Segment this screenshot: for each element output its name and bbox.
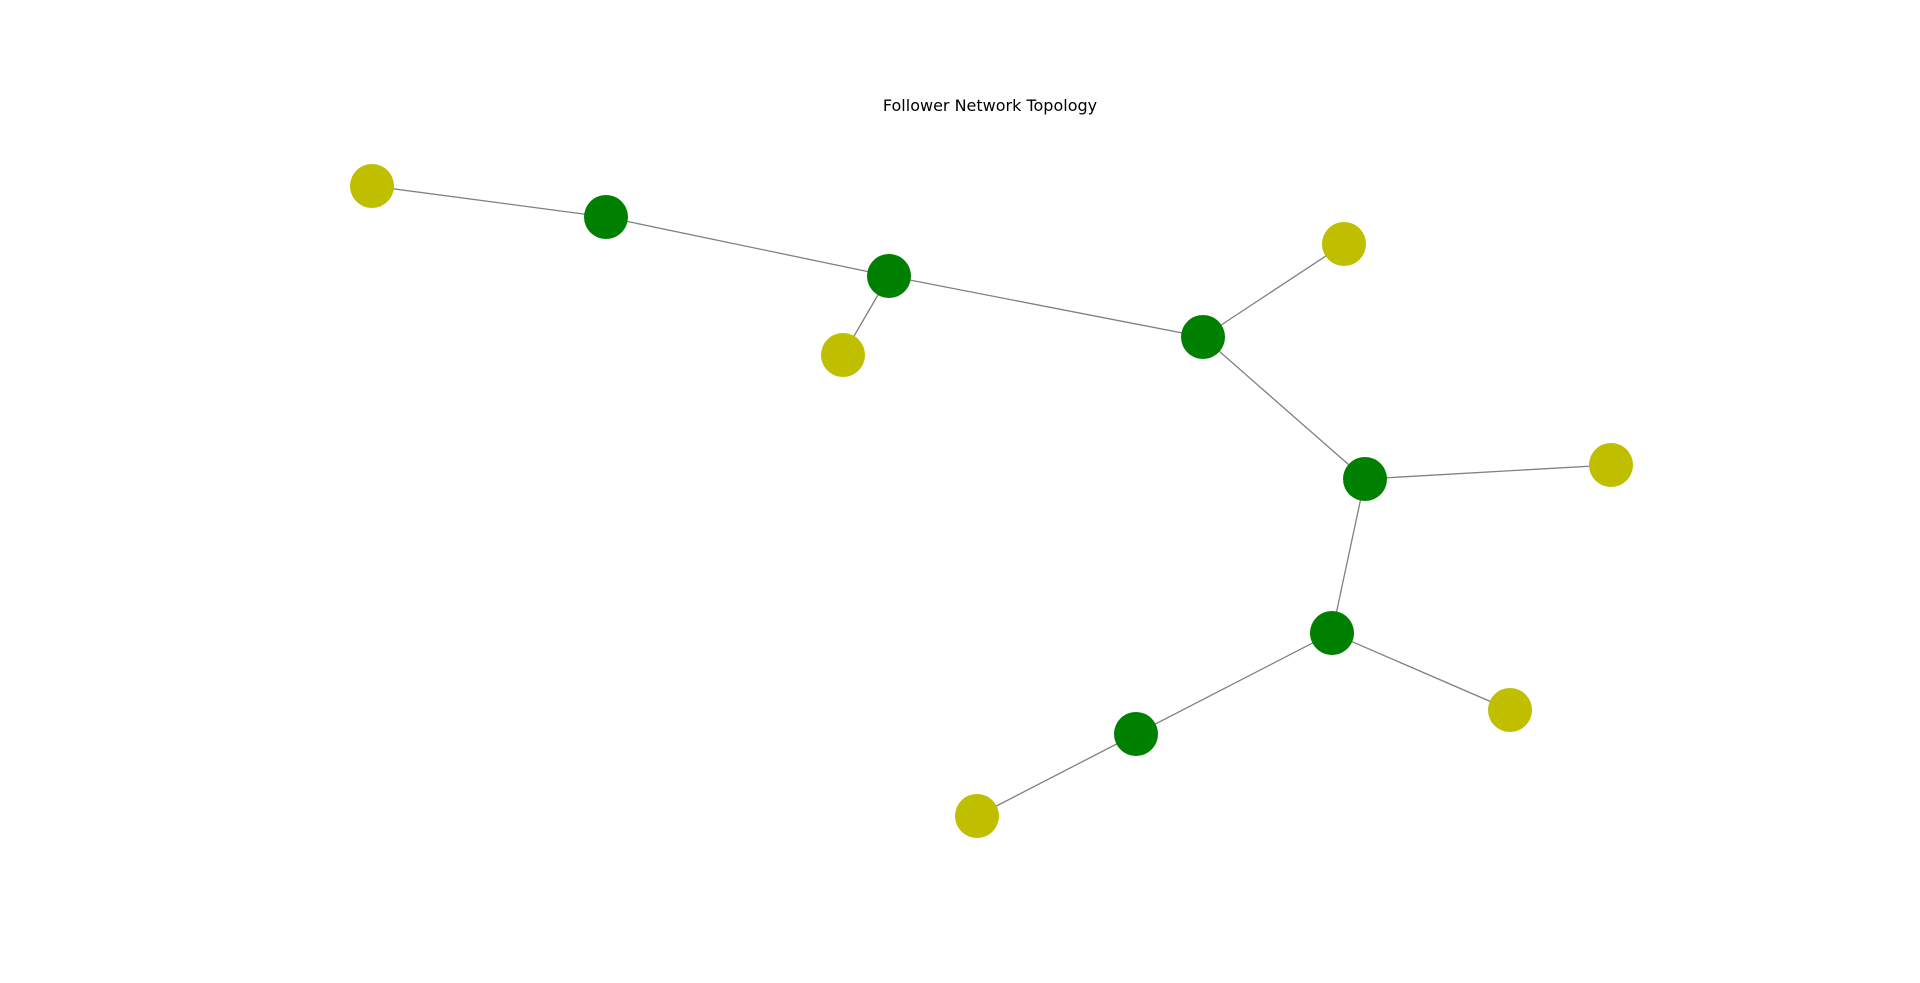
diagram-title: Follower Network Topology <box>883 96 1097 115</box>
node-hub-3 <box>1181 315 1225 359</box>
edge-hub-3-hub-4 <box>1202 336 1366 480</box>
edge-hub-6-leaf-6 <box>976 733 1137 817</box>
node-hub-5 <box>1310 611 1354 655</box>
node-leaf-3 <box>1322 222 1366 266</box>
edge-hub-5-leaf-5 <box>1331 632 1511 711</box>
edge-hub-5-hub-6 <box>1135 632 1333 735</box>
edge-leaf-1-hub-1 <box>371 185 607 218</box>
node-leaf-4 <box>1589 443 1633 487</box>
node-leaf-2 <box>821 333 865 377</box>
node-hub-6 <box>1114 712 1158 756</box>
node-leaf-6 <box>955 794 999 838</box>
node-hub-2 <box>867 254 911 298</box>
nodes-layer <box>350 164 1633 838</box>
node-hub-1 <box>584 195 628 239</box>
edge-hub-4-leaf-4 <box>1364 464 1612 480</box>
node-hub-4 <box>1343 457 1387 501</box>
edge-hub-1-hub-2 <box>605 216 890 277</box>
edge-hub-2-hub-3 <box>888 275 1204 338</box>
node-leaf-1 <box>350 164 394 208</box>
edge-hub-3-leaf-3 <box>1202 243 1345 338</box>
edges-layer <box>371 185 1612 817</box>
edge-hub-4-hub-5 <box>1331 478 1366 634</box>
node-leaf-5 <box>1488 688 1532 732</box>
